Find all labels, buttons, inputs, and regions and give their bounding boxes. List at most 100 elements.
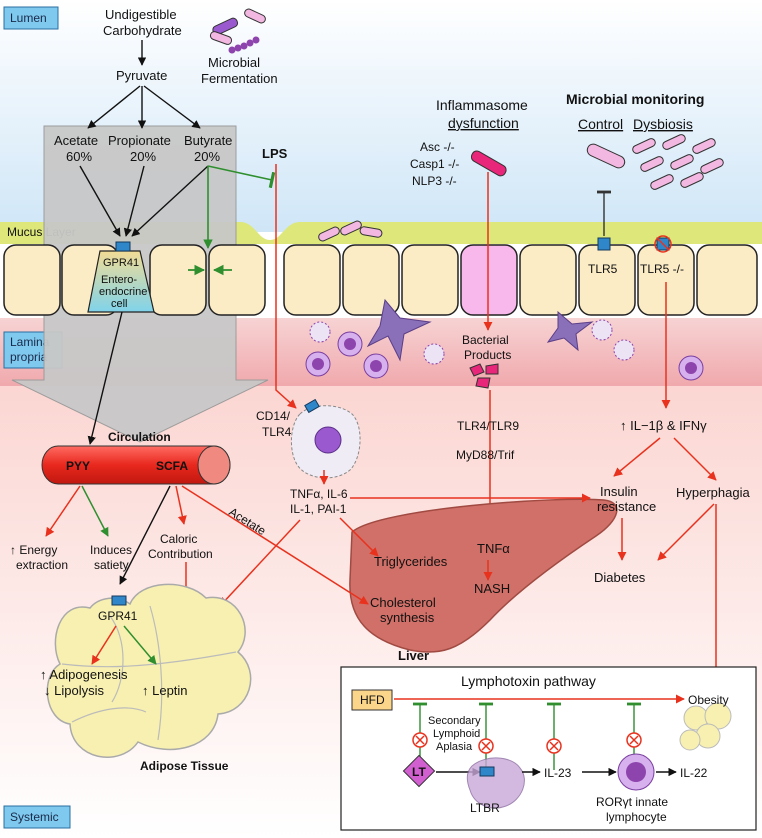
arrow bbox=[613, 437, 661, 477]
leptin-label: ↑ Leptin bbox=[142, 683, 188, 698]
pyruvate-label: Pyruvate bbox=[116, 68, 167, 83]
zone-label-systemic: Systemic bbox=[3, 805, 71, 829]
svg-text:propria: propria bbox=[10, 350, 48, 364]
gpr41-to-pyy-arrow bbox=[87, 311, 123, 445]
arrow bbox=[131, 165, 209, 237]
ror-lymphocyte-label: RORγt innate bbox=[596, 795, 668, 809]
genotype-label: Asc -/- bbox=[420, 140, 455, 154]
triglycerides-label: Triglycerides bbox=[374, 554, 448, 569]
butyrate-percent: 20% bbox=[194, 149, 220, 164]
inflamed-epithelial-cell bbox=[460, 244, 518, 316]
il23-label: IL-23 bbox=[544, 766, 572, 780]
arrow bbox=[45, 485, 81, 537]
caloric-label: Caloric bbox=[160, 532, 197, 546]
arrow bbox=[219, 519, 301, 607]
ror-lymphocyte-icon bbox=[617, 753, 655, 791]
butyrate-inhibits-lps bbox=[207, 165, 276, 189]
bacterial-products-icon bbox=[469, 363, 499, 389]
hfd-box bbox=[351, 689, 393, 711]
immune-cells bbox=[305, 298, 704, 381]
arrow bbox=[143, 85, 201, 129]
arrow bbox=[87, 85, 141, 129]
zone-label-lumen: Lumen bbox=[3, 6, 59, 30]
dendritic-cell-icon bbox=[546, 310, 594, 352]
arrow bbox=[339, 517, 379, 557]
satiety-label: Induces bbox=[90, 543, 132, 557]
ltbr-receptor-icon bbox=[479, 766, 495, 777]
control-label: Control bbox=[578, 116, 623, 132]
arrow bbox=[175, 485, 187, 525]
circulation-vessel bbox=[41, 445, 231, 485]
myd88-label: MyD88/Trif bbox=[456, 448, 515, 462]
arrow bbox=[91, 625, 117, 665]
cholesterol-label: Cholesterol bbox=[370, 595, 436, 610]
nash-label: NASH bbox=[474, 581, 510, 596]
epithelial-cell bbox=[3, 244, 61, 316]
tlr4-tlr9-label: TLR4/TLR9 bbox=[457, 419, 519, 433]
arrow bbox=[657, 503, 715, 561]
epithelial-cell bbox=[149, 244, 207, 316]
tnfa-liver-label: TNFα bbox=[477, 541, 510, 556]
knockout-x-icon bbox=[412, 732, 428, 748]
lt-diamond bbox=[402, 754, 436, 788]
cholesterol-label: synthesis bbox=[380, 610, 435, 625]
epithelial-cell bbox=[283, 244, 341, 316]
epithelial-cell bbox=[401, 244, 459, 316]
scfa-label: SCFA bbox=[156, 459, 188, 473]
pyy-label: PYY bbox=[66, 459, 90, 473]
cytokines-label: TNFα, IL-6 bbox=[290, 487, 348, 501]
insulin-resistance-label: resistance bbox=[597, 499, 656, 514]
caloric-label: Contribution bbox=[148, 547, 213, 561]
svg-text:Systemic: Systemic bbox=[10, 810, 59, 824]
svg-text:Lamina: Lamina bbox=[10, 335, 50, 349]
gpr41-label: GPR41 bbox=[103, 257, 139, 269]
arrow bbox=[79, 165, 121, 237]
energy-extraction-label: extraction bbox=[16, 558, 68, 572]
microbial-fermentation-label: Fermentation bbox=[201, 71, 278, 86]
acetate-to-liver-arrow bbox=[181, 485, 369, 605]
arrow bbox=[673, 437, 717, 481]
propionate-percent: 20% bbox=[130, 149, 156, 164]
fermenting-bacteria-icon bbox=[209, 8, 266, 54]
epithelial-cell bbox=[519, 244, 577, 316]
adipose-gpr41-label: GPR41 bbox=[98, 609, 138, 623]
insulin-resistance-label: Insulin bbox=[600, 484, 638, 499]
adipose-tissue-label: Adipose Tissue bbox=[140, 759, 229, 773]
ltbr-label: LTBR bbox=[470, 801, 500, 815]
genotype-label: NLP3 -/- bbox=[412, 174, 457, 188]
inflammasome-subtitle: dysfunction bbox=[448, 115, 519, 131]
hyperphagia-label: Hyperphagia bbox=[676, 485, 750, 500]
lps-translocation-arrow bbox=[275, 164, 297, 409]
bacterial-products-label: Bacterial bbox=[462, 333, 509, 347]
hfd-label: HFD bbox=[360, 693, 385, 707]
carbohydrate-label: Undigestible bbox=[105, 7, 177, 22]
adipose-gpr41-receptor-icon bbox=[111, 595, 127, 606]
diabetes-label: Diabetes bbox=[594, 570, 646, 585]
gpr41-receptor-icon bbox=[115, 241, 131, 252]
svg-text:Lumen: Lumen bbox=[10, 11, 47, 25]
tlr5-label: TLR5 bbox=[588, 262, 618, 276]
aplasia-label: Aplasia bbox=[436, 741, 473, 753]
lps-label: LPS bbox=[262, 146, 288, 161]
lipolysis-label: ↓ Lipolysis bbox=[44, 683, 104, 698]
dysbiotic-bacteria-icon bbox=[632, 134, 724, 190]
macrophage-icon bbox=[291, 398, 361, 479]
pathobiont-bacterium-icon bbox=[470, 150, 507, 177]
il22-label: IL-22 bbox=[680, 766, 708, 780]
epithelial-cell bbox=[208, 244, 266, 316]
adipose-tissue bbox=[46, 583, 252, 758]
epithelial-cell bbox=[342, 244, 400, 316]
obesity-label: Obesity bbox=[688, 693, 729, 707]
tlr5-knockout-icon bbox=[654, 235, 672, 253]
propionate-label: Propionate bbox=[108, 133, 171, 148]
epithelium bbox=[3, 244, 758, 316]
aplasia-label: Secondary bbox=[428, 715, 481, 727]
lymphotoxin-title: Lymphotoxin pathway bbox=[461, 673, 596, 689]
enteroendocrine-label: Entero- bbox=[101, 274, 137, 286]
carbohydrate-label: Carbohydrate bbox=[103, 23, 182, 38]
lt-label: LT bbox=[412, 765, 426, 779]
liver-label: Liver bbox=[398, 648, 429, 663]
mucus-bacteria-icon bbox=[318, 220, 383, 242]
knockout-x-icon bbox=[626, 732, 642, 748]
